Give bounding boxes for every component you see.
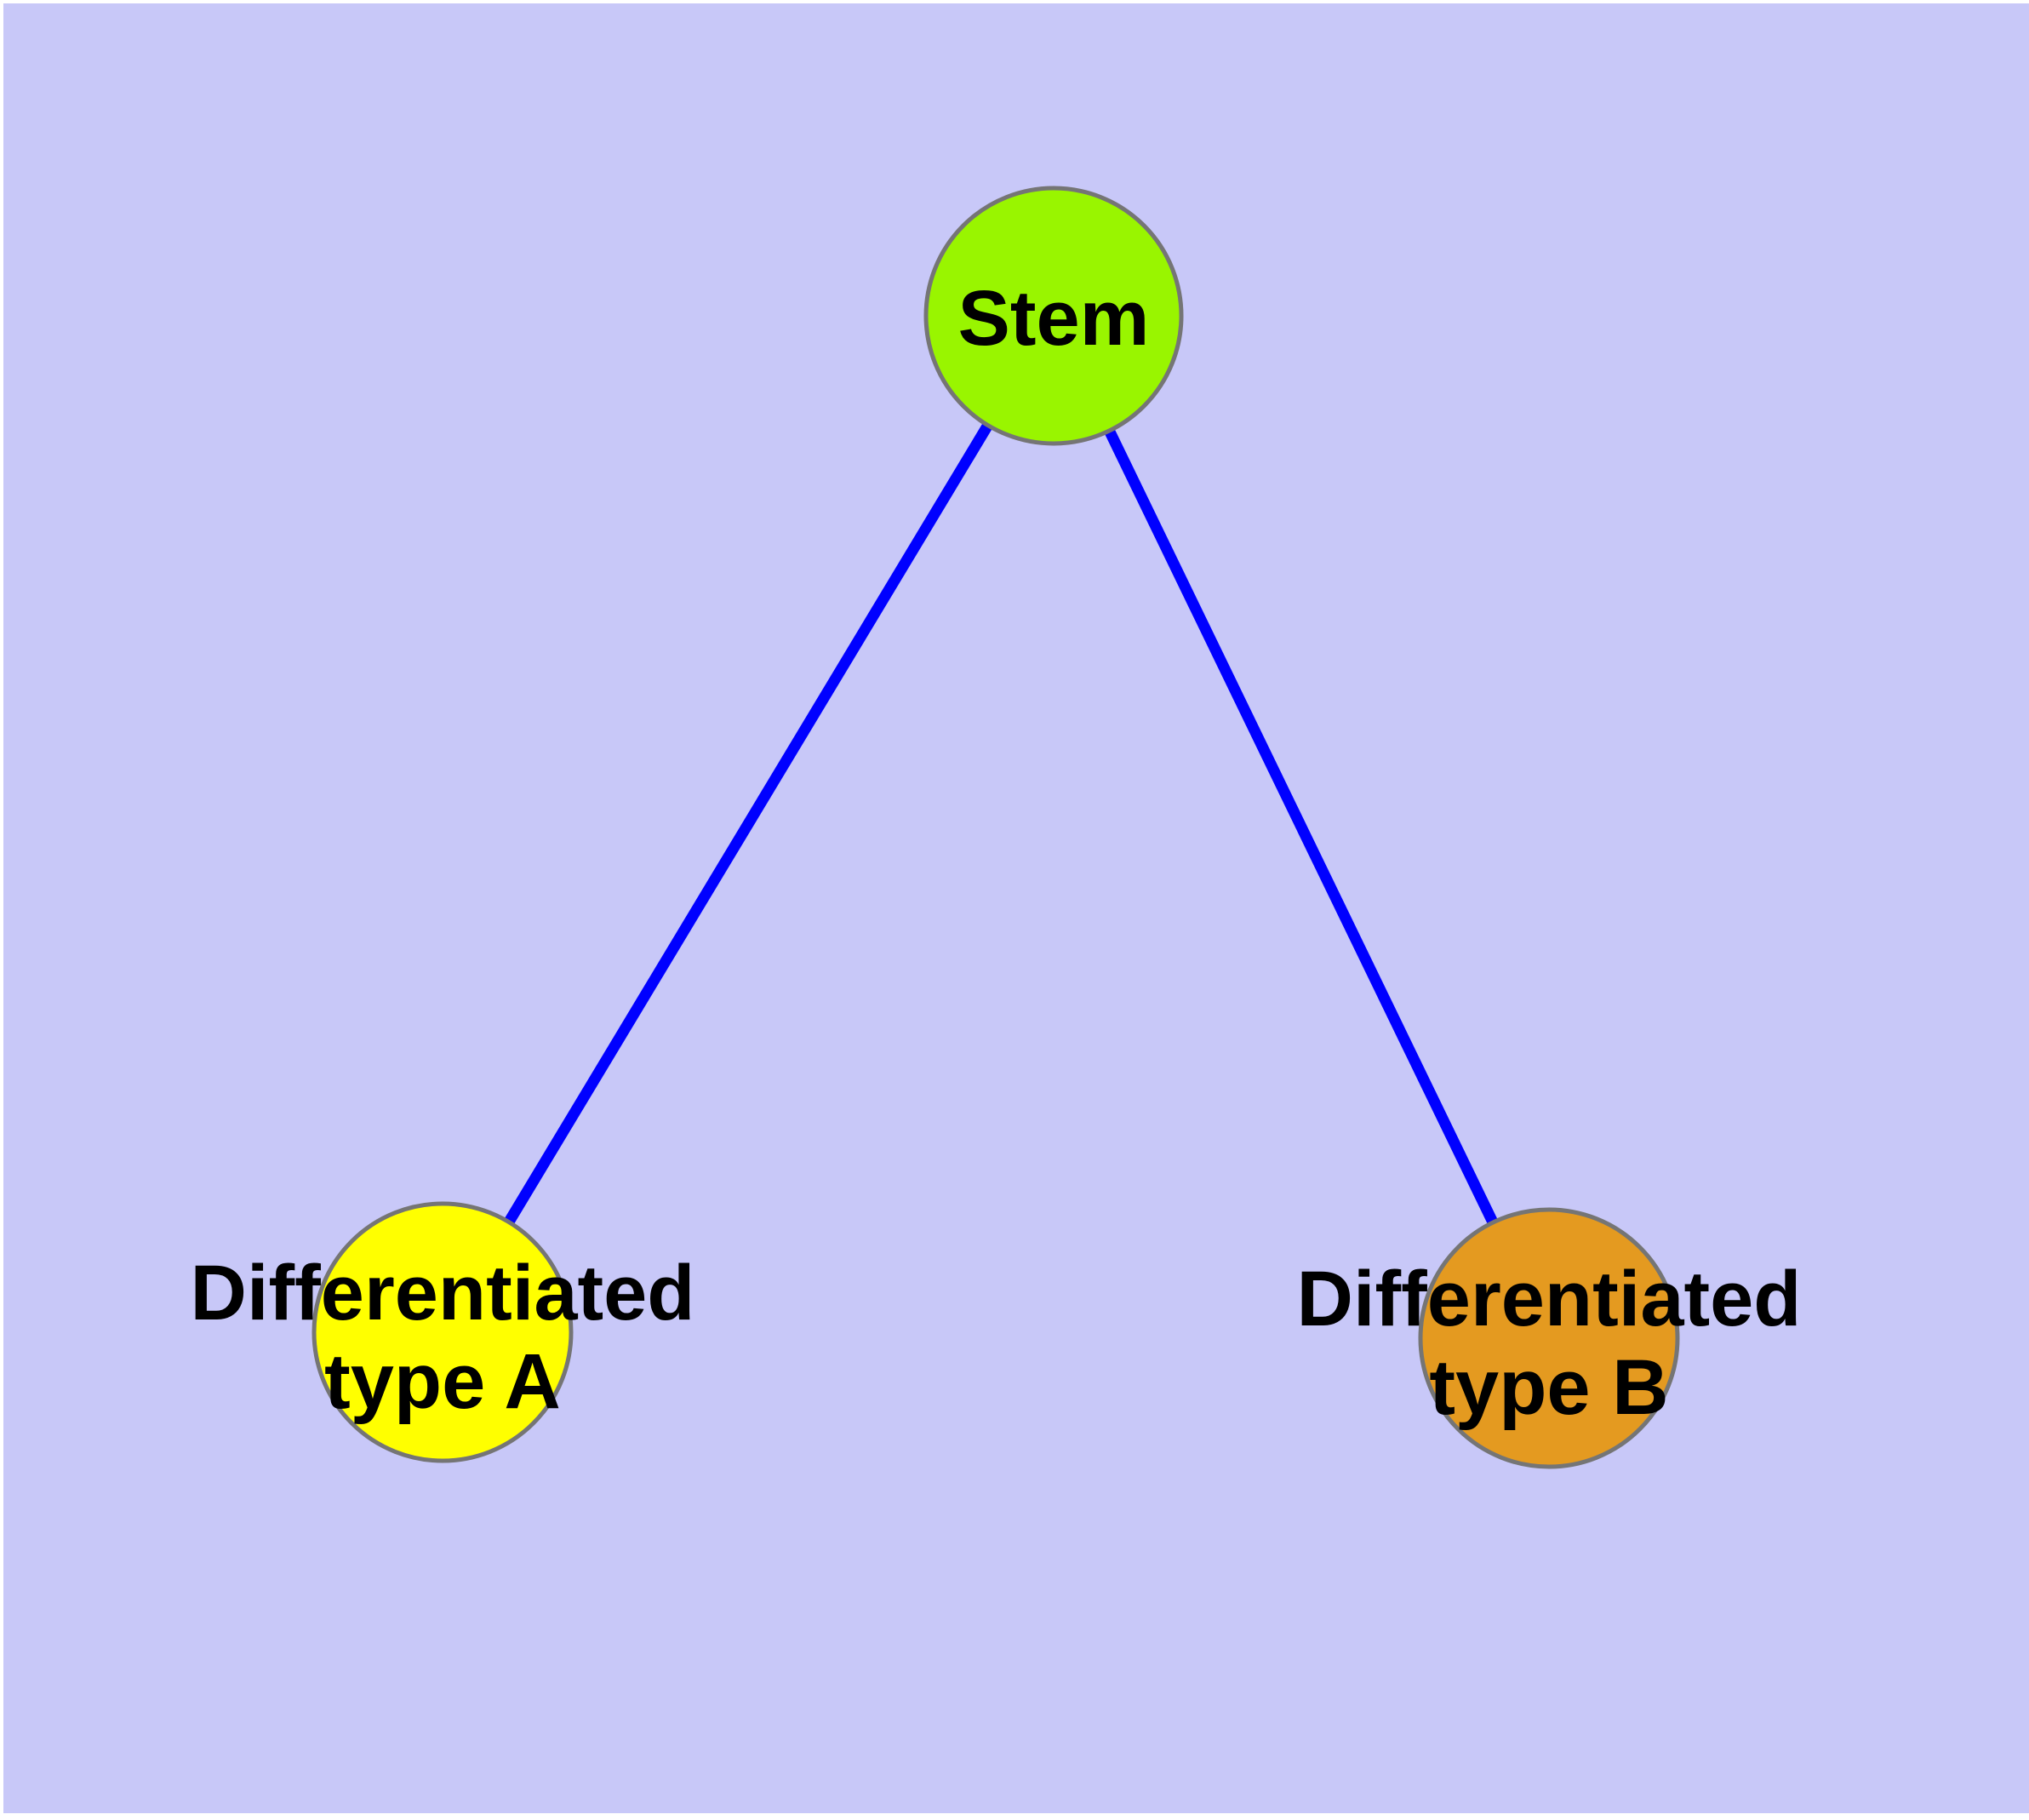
differentiated-type-a-node-circle[interactable] [311,1201,574,1463]
differentiated-type-b-label-line2: type B [1429,1344,1668,1431]
stem-node-circle[interactable] [923,186,1184,446]
edge-stem-to-type-b [1049,313,1554,1341]
stem-node-label: Stem [958,275,1150,362]
edge-stem-to-type-a [437,312,1059,1336]
node-differentiated-type-b[interactable]: Differentiated type B [1297,1207,1802,1469]
differentiated-type-b-node-circle[interactable] [1418,1207,1680,1469]
node-differentiated-type-a[interactable]: Differentiated type A [191,1201,695,1463]
edge-layer [437,312,1554,1341]
differentiated-type-b-label-line1: Differentiated [1297,1256,1802,1342]
differentiated-type-a-label-line1: Differentiated [191,1250,695,1336]
node-stem[interactable]: Stem [923,186,1184,446]
differentiated-type-a-label-line2: type A [324,1338,561,1425]
